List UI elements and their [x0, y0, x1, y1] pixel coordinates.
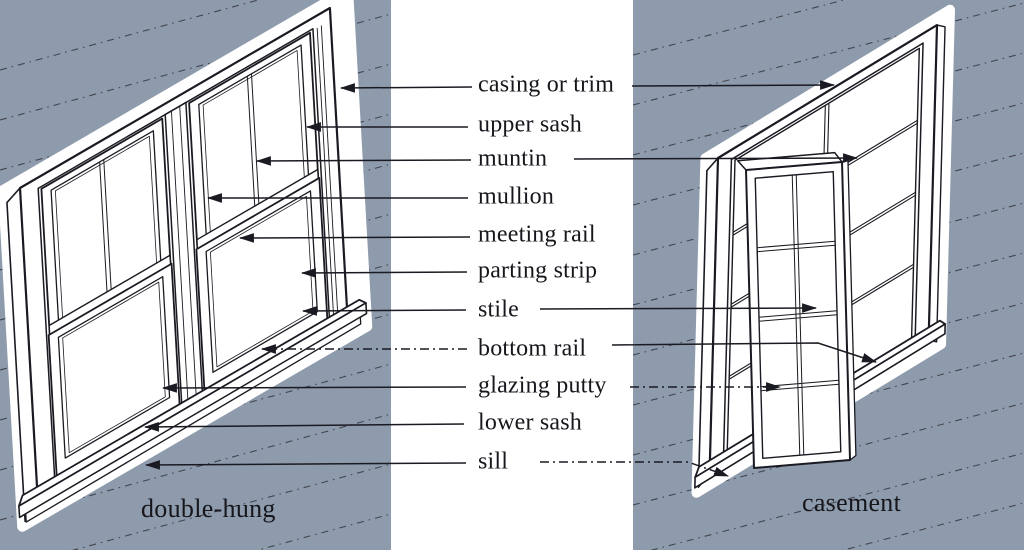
connector-lines [143, 80, 878, 477]
caption-double-hung: double-hung [141, 494, 276, 523]
label-bottom-rail: bottom rail [478, 335, 587, 362]
label-muntin: muntin [478, 145, 548, 172]
casement-open-sash-drawing [738, 152, 856, 469]
label-meeting-rail: meeting rail [478, 221, 596, 248]
label-lower-sash: lower sash [478, 409, 582, 436]
label-parting-strip: parting strip [478, 257, 598, 284]
label-upper-sash: upper sash [478, 111, 582, 138]
double-hung-window-drawing [1, 0, 367, 528]
label-mullion: mullion [478, 183, 555, 210]
label-sill: sill [478, 448, 509, 475]
caption-casement: casement [802, 488, 902, 517]
right-siding-lines [633, 0, 1024, 550]
label-stile: stile [478, 296, 519, 323]
label-casing-or-trim: casing or trim [478, 71, 615, 98]
label-glazing-putty: glazing putty [478, 372, 607, 399]
